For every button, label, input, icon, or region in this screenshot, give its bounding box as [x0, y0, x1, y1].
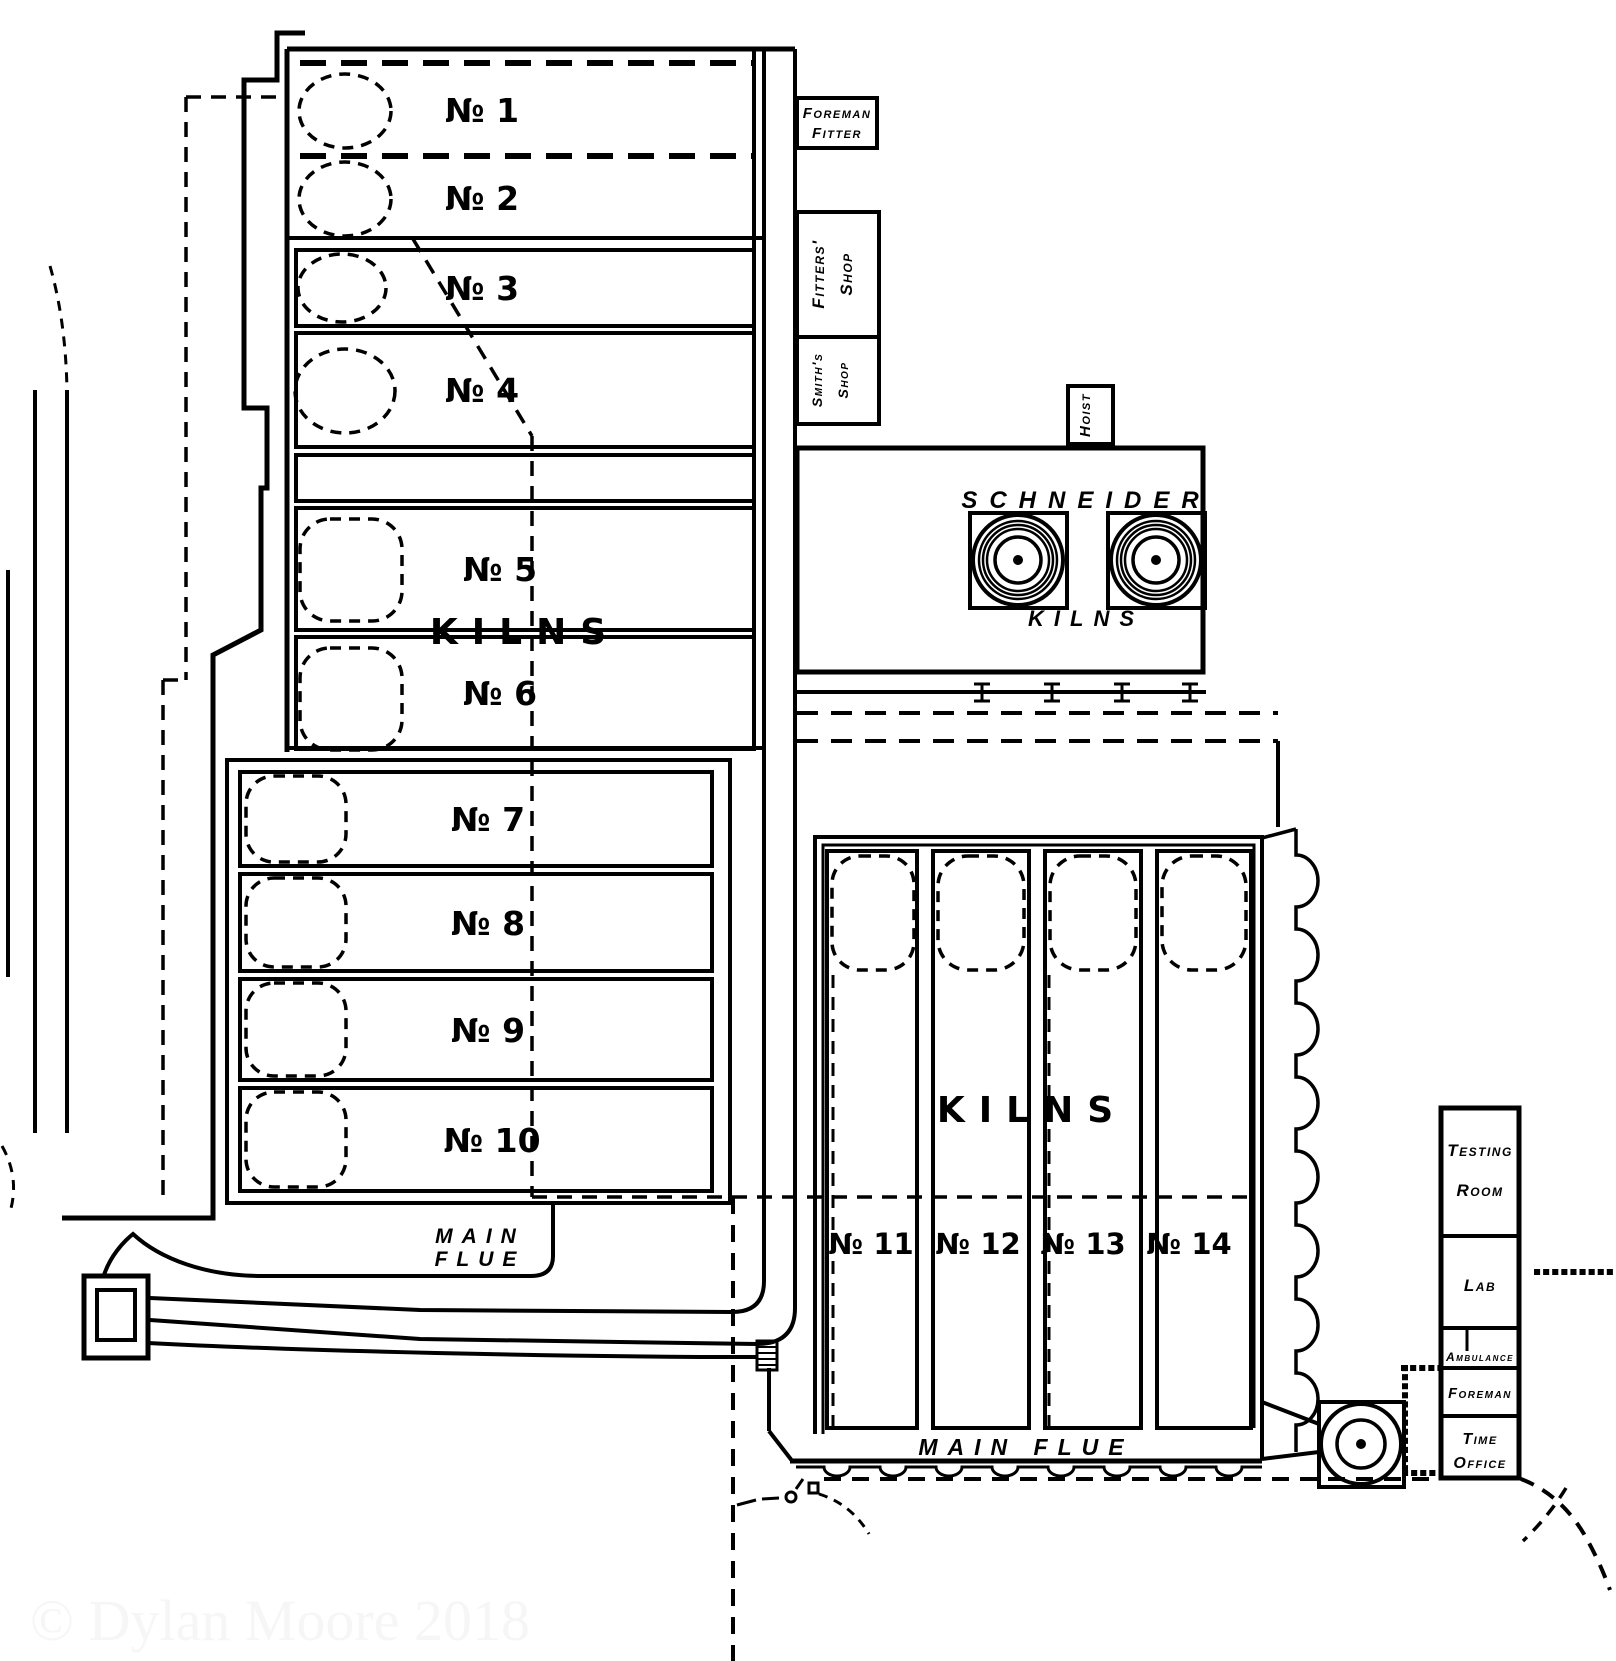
copyright-watermark: © Dylan Moore 2018	[30, 1588, 530, 1653]
fan-dotted-path	[1401, 1269, 1616, 1476]
tramway	[797, 682, 1280, 827]
main-flue-left-label-1: MAIN	[435, 1225, 525, 1248]
hoist-label: Hoist	[1077, 393, 1094, 437]
kiln-label-6: № 6	[463, 674, 537, 713]
lab-label: Lab	[1464, 1276, 1496, 1295]
fence-and-gates	[736, 1477, 1612, 1591]
schneider-kiln-circle-left	[971, 513, 1065, 607]
testing-room-label-1: Testing	[1447, 1141, 1513, 1160]
fitters-shop-label-1: Fitters'	[809, 239, 828, 308]
kiln-label-3: № 3	[445, 269, 519, 308]
foreman-fitter-label-2: Fitter	[812, 125, 862, 142]
kiln-label-9: № 9	[451, 1011, 525, 1050]
foreman-fitter-label-1: Foreman	[803, 105, 872, 122]
kiln-label-12: № 12	[935, 1227, 1020, 1261]
shops-column	[795, 96, 881, 426]
kiln-label-4: № 4	[445, 371, 519, 410]
tramway-posts	[974, 682, 1198, 703]
main-flue-bottom-label: MAIN FLUE	[918, 1434, 1133, 1460]
foreman-fitter-room	[795, 96, 879, 150]
kilns-word-bottom: KILNS	[937, 1090, 1127, 1131]
testing-room-label-2: Room	[1457, 1181, 1504, 1200]
kiln-label-1: № 1	[445, 91, 519, 130]
chimney-and-flue	[81, 1203, 779, 1372]
offices-column	[1438, 1105, 1522, 1481]
smiths-shop-label-1: Smith's	[809, 353, 825, 407]
main-flue-left-label-2: FLUE	[435, 1248, 526, 1271]
schneider-kiln-circle-right	[1109, 513, 1203, 607]
kiln-label-2: № 2	[445, 179, 519, 218]
smiths-shop-label-2: Shop	[835, 361, 851, 398]
flue-grate	[755, 1339, 779, 1372]
kiln-label-11: № 11	[828, 1227, 913, 1261]
schneider-kilns-building	[794, 384, 1207, 675]
kiln-label-13: № 13	[1040, 1227, 1125, 1261]
time-office-label-1: Time	[1462, 1431, 1497, 1448]
kilns-word-left: KILNS	[430, 612, 620, 653]
kiln-block-7-10	[225, 758, 732, 1205]
chimney	[81, 1273, 151, 1361]
smiths-shop-room	[795, 335, 881, 426]
kiln-block-11-14	[767, 827, 1320, 1478]
flue-scallops-bottom	[796, 1465, 1262, 1478]
kiln-label-5: № 5	[463, 550, 537, 589]
fitters-shop-label-2: Shop	[837, 252, 856, 295]
foreman-label: Foreman	[1448, 1386, 1512, 1402]
site-boundary-wall	[0, 30, 305, 1221]
kiln-label-14: № 14	[1146, 1227, 1231, 1261]
schneider-kilns-label: KILNS	[1028, 606, 1144, 631]
flue-scallops-east	[1294, 829, 1320, 1452]
property-dashed-lines	[161, 95, 1256, 1661]
fan-house	[1261, 1269, 1616, 1489]
kiln-label-7: № 7	[451, 800, 525, 839]
ambulance-label: Ambulance	[1445, 1350, 1514, 1364]
hoist-room	[1066, 384, 1115, 446]
schneider-label: SCHNEIDER	[961, 487, 1210, 514]
kiln-label-8: № 8	[451, 904, 525, 943]
time-office-label-2: Office	[1453, 1455, 1506, 1472]
kiln-label-10: № 10	[443, 1121, 540, 1160]
